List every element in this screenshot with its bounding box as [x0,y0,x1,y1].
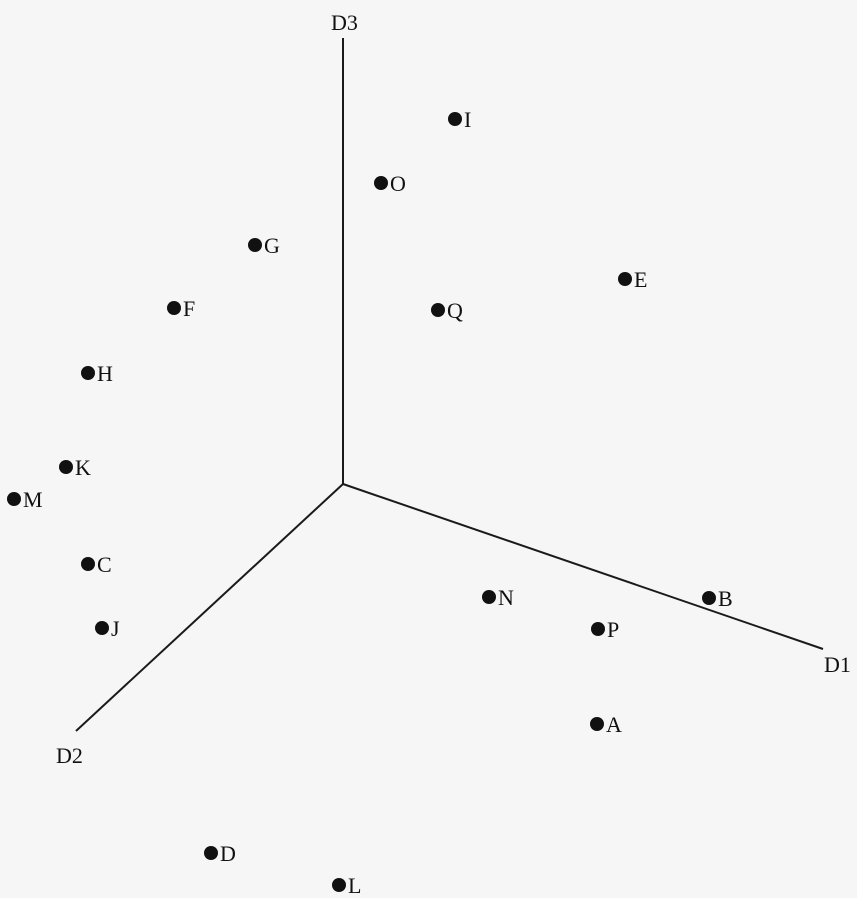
point-dot-p [591,622,605,636]
point-dot-g [248,238,262,252]
point-dot-h [81,366,95,380]
point-label-f: F [183,296,195,321]
point-dot-i [448,112,462,126]
point-label-o: O [390,171,406,196]
point-dot-b [702,591,716,605]
point-dot-n [482,590,496,604]
point-label-q: Q [447,298,463,323]
point-label-g: G [264,233,280,258]
point-label-p: P [607,617,619,642]
axis-label-d2: D2 [56,743,83,768]
point-label-d: D [220,841,236,866]
point-label-j: J [111,616,120,641]
point-dot-c [81,557,95,571]
axis-d2-line [75,483,344,732]
points-group: I O G E F Q H K M C N B J P A D L [7,107,733,898]
point-dot-a [590,717,604,731]
point-label-c: C [97,552,112,577]
point-dot-o [374,176,388,190]
point-dot-l [332,878,346,892]
point-label-n: N [498,585,514,610]
point-dot-k [59,460,73,474]
point-label-a: A [606,712,622,737]
axis-label-d1: D1 [824,652,851,677]
point-label-h: H [97,361,113,386]
point-dot-e [618,272,632,286]
point-dot-d [204,846,218,860]
axes-group: D3 D1 D2 [56,10,851,768]
axis-label-d3: D3 [331,10,358,35]
point-label-l: L [348,873,361,898]
point-label-k: K [75,455,91,480]
point-label-i: I [464,107,471,132]
axis-d1-line [342,483,824,650]
point-label-m: M [23,487,43,512]
point-label-b: B [718,586,733,611]
point-label-e: E [634,267,647,292]
point-dot-j [95,621,109,635]
point-dot-m [7,492,21,506]
point-dot-q [431,303,445,317]
point-dot-f [167,301,181,315]
